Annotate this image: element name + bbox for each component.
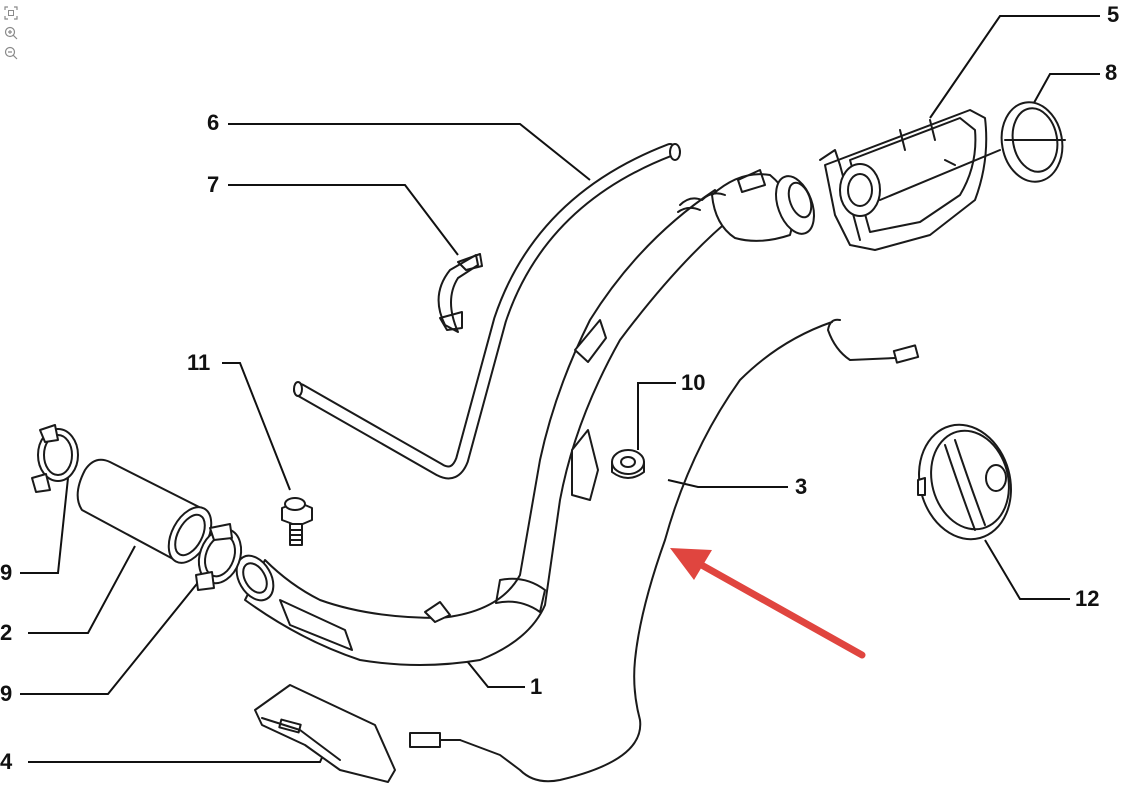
callout-11: 11 [187,350,210,375]
callout-10: 10 [681,370,705,395]
part-5-filler-housing [819,109,1001,251]
leader-2 [28,545,136,634]
leader-3 [667,479,788,488]
leader-9a [20,477,69,574]
part-10-grommet [611,449,645,479]
part-7-clip [437,253,483,333]
highlight-arrow [670,548,866,659]
callout-4: 4 [0,749,13,774]
part-2-rubber-hose [76,458,213,564]
part-3-release-cable [409,318,920,783]
viewer-toolbar [3,5,21,61]
part-11-bolt [281,497,313,546]
leader-lines [20,15,1100,763]
part-4-heat-shield [254,684,396,783]
callout-6: 6 [207,110,219,135]
leader-12 [984,539,1070,600]
zoom-out-button[interactable] [3,45,19,61]
callout-labels: 5 8 6 7 11 10 3 12 1 9 2 9 4 [0,2,1119,774]
fit-screen-icon [4,6,18,20]
callout-8: 8 [1105,60,1117,85]
part-9-clamp-upper [31,424,79,493]
leader-11 [222,362,291,491]
leader-4 [28,739,331,763]
fit-screen-button[interactable] [3,5,19,21]
part-1-filler-neck [235,169,815,666]
callout-7: 7 [207,172,219,197]
leader-8 [1029,73,1100,111]
part-8-seal-ring [1000,101,1066,183]
callout-12: 12 [1075,586,1099,611]
zoom-in-icon [4,26,18,40]
zoom-out-icon [4,46,18,60]
leader-9b [20,579,201,695]
callout-9-lower: 9 [0,681,12,706]
leader-7 [228,184,459,256]
leader-5 [929,15,1100,119]
zoom-in-button[interactable] [3,25,19,41]
callout-3: 3 [795,474,807,499]
leader-10 [637,382,676,450]
part-9-clamp-lower [195,523,243,591]
callout-2: 2 [0,620,12,645]
part-12-fuel-cap [917,423,1012,541]
part-6-vent-hose [293,143,681,480]
callout-5: 5 [1107,2,1119,27]
leader-6 [228,123,591,181]
callout-1: 1 [530,674,542,699]
callout-9-upper: 9 [0,560,12,585]
